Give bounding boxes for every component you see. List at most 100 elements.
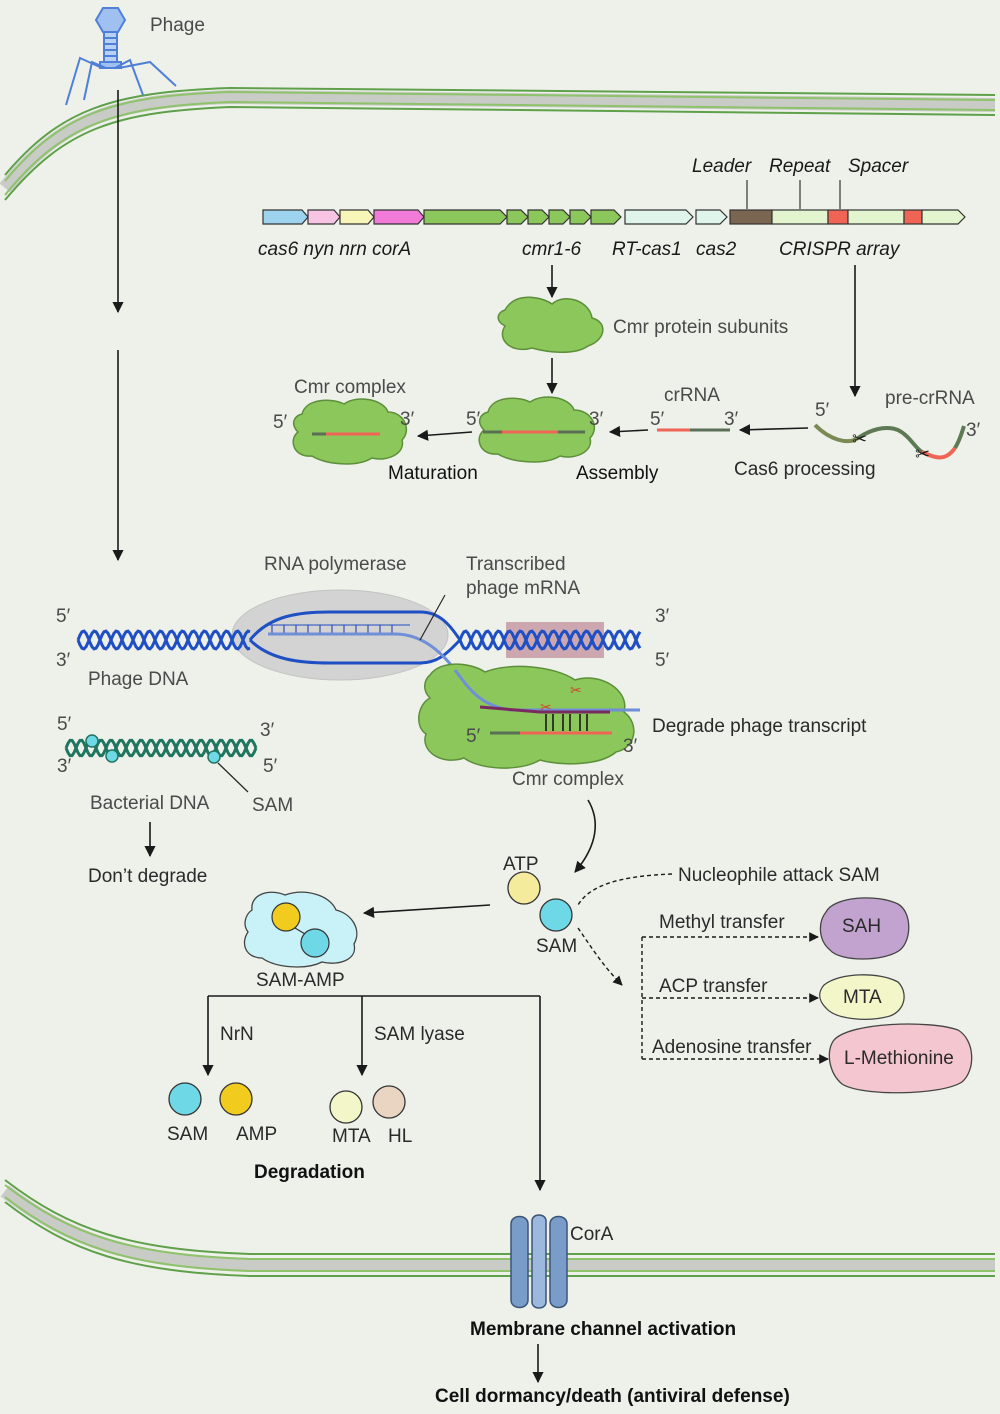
sam-marker [207,750,221,764]
subunits-label: Cmr protein subunits [613,317,788,338]
top-membrane [0,86,996,201]
cmr-complex-top-label: Cmr complex [294,377,406,398]
transcribed-label-1: Transcribed [466,554,566,575]
sam-label: SAM [536,936,577,957]
gene-rt-cas1 [624,209,694,225]
prod-amp-molecule [219,1082,253,1116]
array-spacer-2 [903,209,923,225]
degrade-transcript-label: Degrade phage transcript [652,716,867,737]
cas6-processing-label: Cas6 processing [734,459,876,480]
array-spacer-1 [827,209,849,225]
cmr-subunits-blob [497,296,604,353]
gene-cmr4 [548,209,571,225]
prod-amp-label: AMP [236,1124,277,1145]
gene-cora [373,209,425,225]
gene-cas6 [262,209,309,225]
scissors-icon-4: ✂ [570,683,582,699]
gene-cmr5 [569,209,592,225]
cas2-label: cas2 [696,239,737,260]
assembly-3prime: 3′ [589,409,604,430]
mature-complex-blob [292,398,408,465]
phage-dna-helix [76,610,642,665]
rna-polymerase-label: RNA polymerase [264,554,407,575]
phage-dna-label: Phage DNA [88,669,189,690]
amp-moiety [271,902,301,932]
prod-mta-label: MTA [332,1126,371,1147]
processing-arrow [738,424,809,436]
atp-label: ATP [503,854,539,875]
nucleophile-dashed-line [577,873,673,906]
mature-5prime: 5′ [273,412,288,433]
sam-amp-formation-arrow [362,904,491,918]
array-leader [729,209,773,225]
mature-3prime: 3′ [400,409,415,430]
sam-amp-cloud [243,891,358,968]
l-methionine-product [828,1023,973,1094]
cmr-to-atp-arrow [574,799,597,873]
cmr-genes-label: cmr1-6 [522,239,582,260]
crrna-3prime: 3′ [724,409,739,430]
sah-label: SAH [842,916,881,937]
prod-hl-molecule [372,1085,406,1119]
gene-cmr2 [506,209,529,225]
mta-label: MTA [843,987,882,1008]
sam-moiety [300,928,330,958]
bac-5prime-right: 5′ [263,756,278,777]
transcribed-label-2: phage mRNA [466,578,580,599]
bac-5prime-left: 5′ [57,714,72,735]
mrna-pointer [419,594,446,641]
bac-3prime-right: 3′ [260,720,275,741]
target-region [506,622,604,658]
mta-product [819,974,905,1020]
crrna-label: crRNA [664,385,720,406]
pre-crrna-label: pre-crRNA [885,388,975,409]
phage-dna-5prime-left: 5′ [56,606,71,627]
cmr-degrading-5prime: 5′ [466,726,481,747]
gene-cmr1 [423,209,508,225]
prod-mta-molecule [329,1090,363,1124]
phage-dna-3prime-right: 3′ [655,606,670,627]
acp-transfer-label: ACP transfer [659,976,768,997]
bac-3prime-left: 3′ [57,756,72,777]
sam-lyase-label: SAM lyase [374,1024,465,1045]
gene-nrn [339,209,375,225]
bacterial-sam-label: SAM [252,795,293,816]
methyl-transfer-label: Methyl transfer [659,912,785,933]
transfer-branch-arrow [577,927,623,986]
gene-nyn [307,209,341,225]
scissors-icon: ✂ [852,429,867,449]
nucleophile-label: Nucleophile attack SAM [678,865,880,886]
dont-degrade-label: Don’t degrade [88,866,207,887]
gene-cmr3 [527,209,550,225]
scissors-icon-3: ✂ [540,700,552,716]
array-repeat-2 [847,209,905,225]
outcome-label: Cell dormancy/death (antiviral defense) [435,1386,790,1407]
array-repeat-3 [921,209,966,225]
bacterial-dna-label: Bacterial DNA [90,793,210,814]
assembly-complex-blob [478,396,595,463]
phage-dna-5prime-right: 5′ [655,650,670,671]
assembly-5prime: 5′ [466,409,481,430]
pre-crrna-strand [813,423,860,444]
leader-label: Leader [692,156,752,177]
prod-sam-molecule [168,1082,202,1116]
sam-amp-label: SAM-AMP [256,970,345,991]
array-repeat-1 [771,209,829,225]
maturation-label: Maturation [388,463,478,484]
membrane-activation-label: Membrane channel activation [470,1319,736,1340]
prod-hl-label: HL [388,1126,412,1147]
pre-crrna-3prime: 3′ [966,420,981,441]
maturation-arrow [416,429,473,441]
crrna-to-assembly-arrow [608,425,649,438]
sam-pointer [217,762,249,793]
prod-sam-label: SAM [167,1124,208,1145]
bottom-membrane [0,1179,995,1277]
base-pairs [271,625,393,633]
scissors-icon-2: ✂ [915,444,930,464]
crispr-array-label: CRISPR array [779,239,901,260]
sah-product [819,897,910,960]
degradation-label: Degradation [254,1162,365,1183]
l-methionine-label: L-Methionine [844,1048,954,1069]
atp-molecule [507,871,541,905]
